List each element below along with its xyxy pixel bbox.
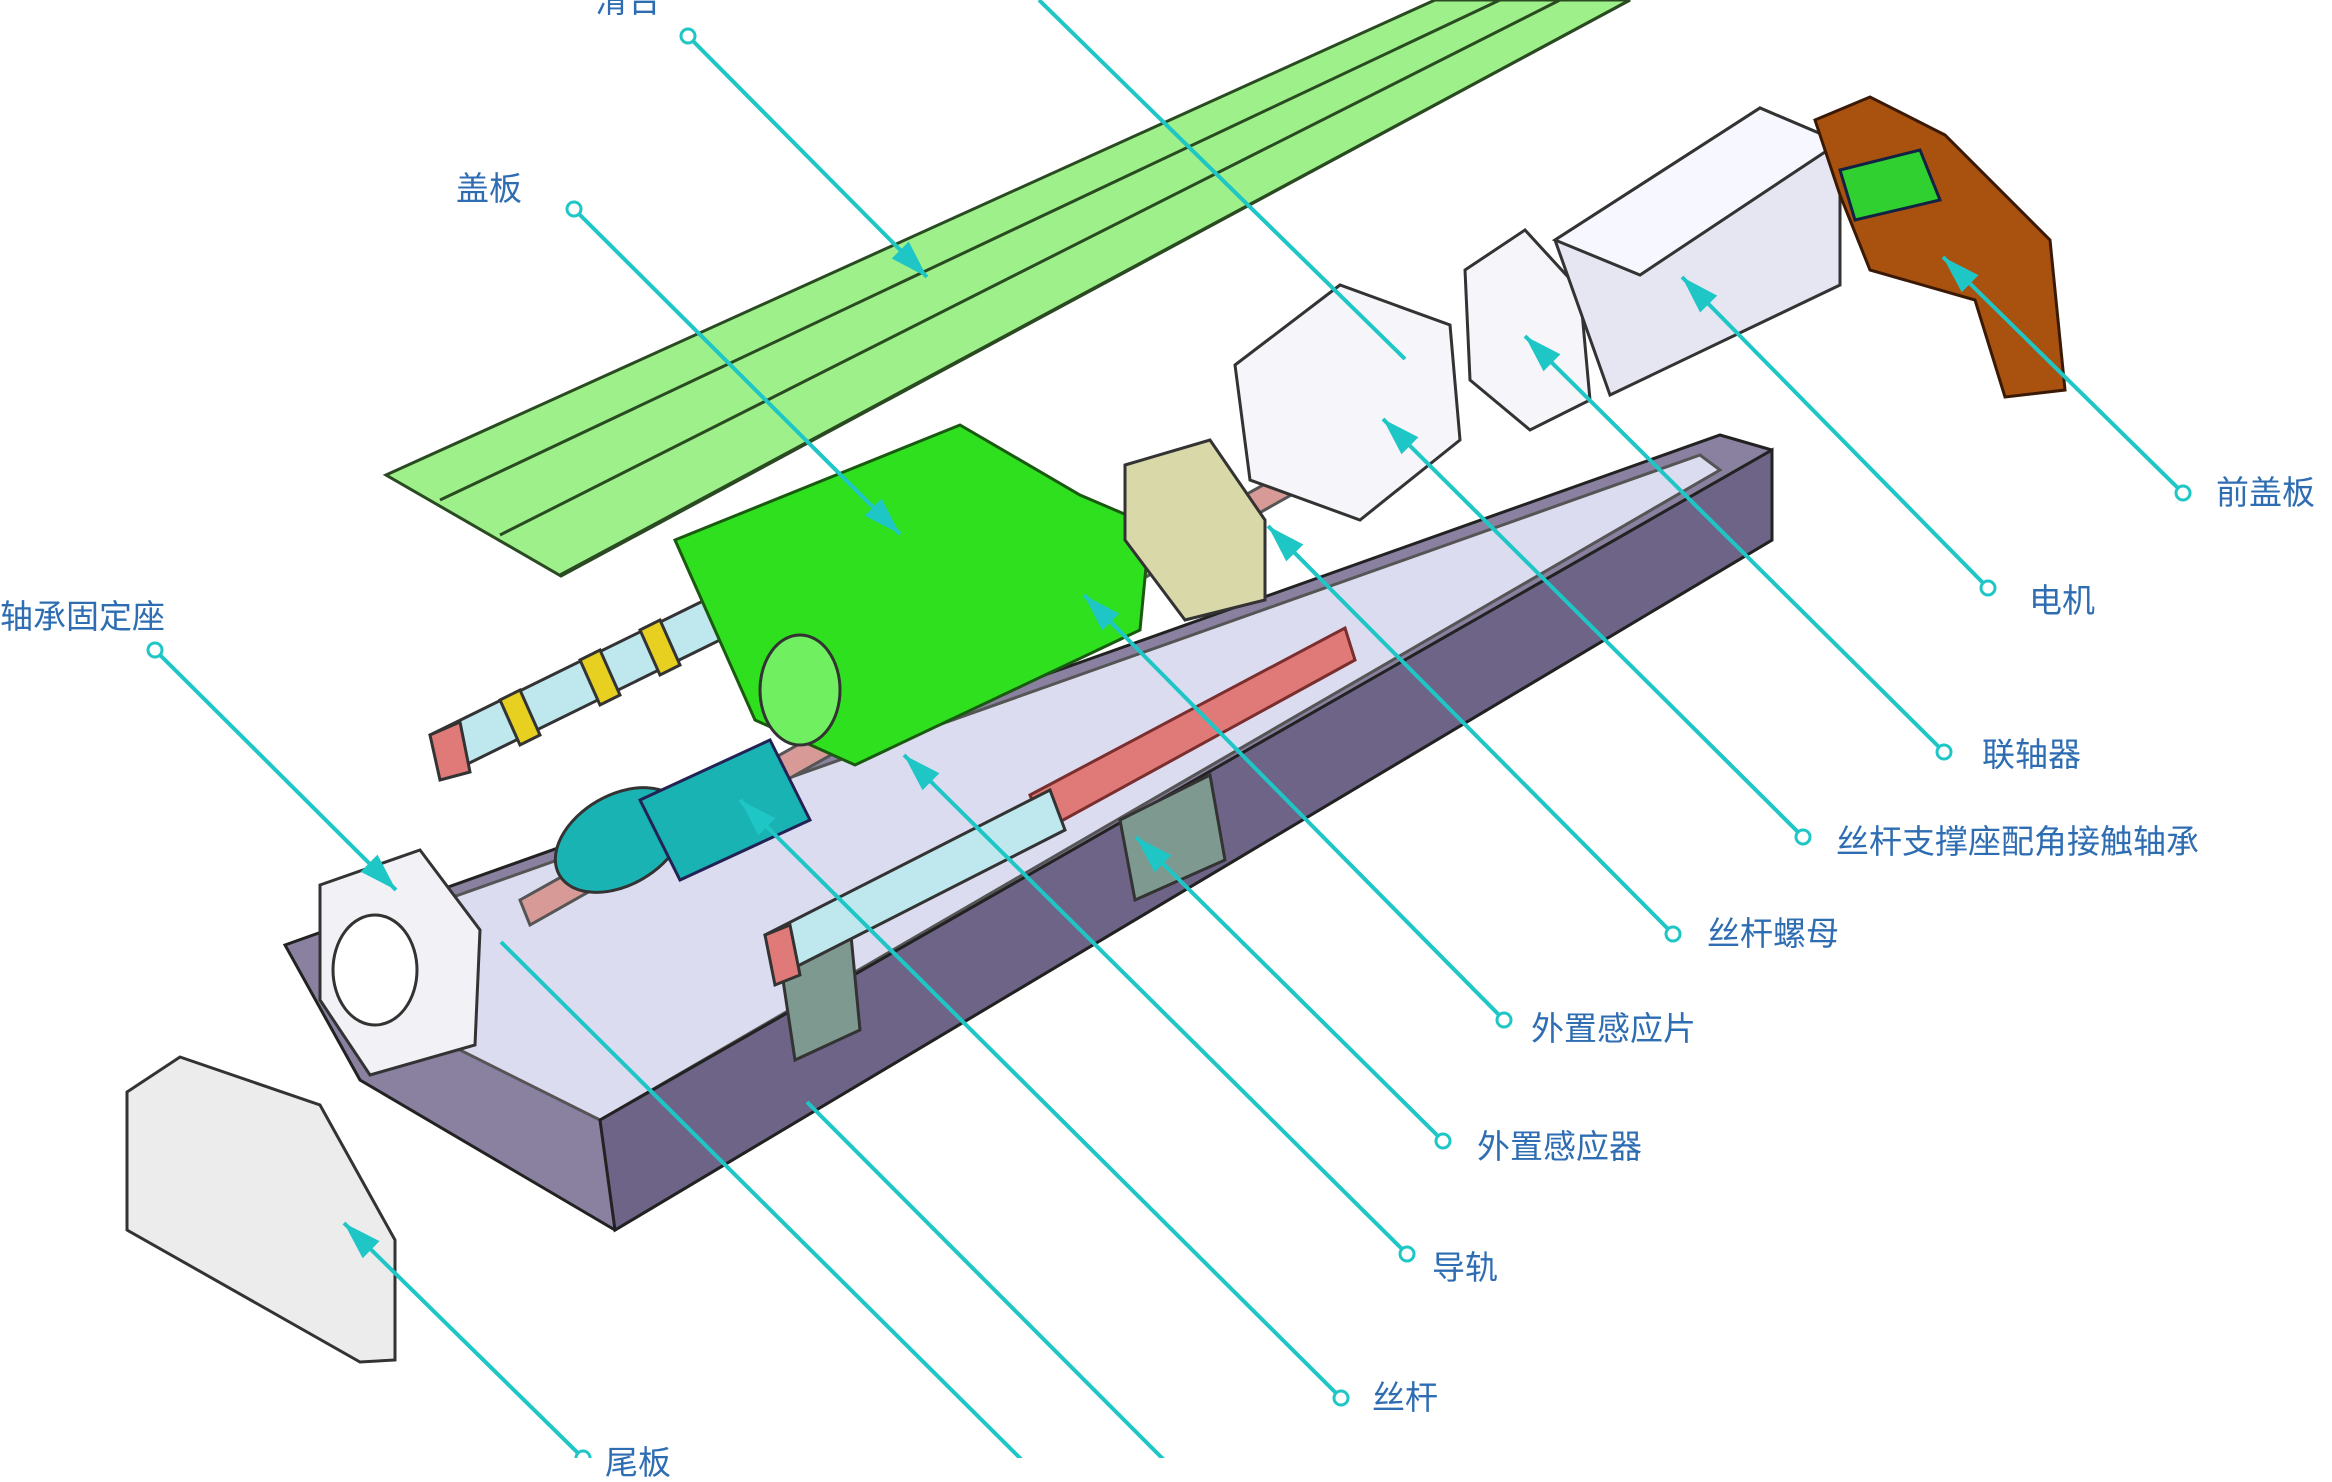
leader-line-sensor [1134, 835, 1445, 1143]
guide-block-lower-end [763, 922, 802, 988]
arrowhead-icon [1383, 419, 1419, 455]
leader-line-screw-nut [1266, 524, 1675, 936]
leader-line [805, 1100, 1165, 1458]
leader-line-slide-table [686, 34, 929, 279]
arrowhead-icon [891, 241, 927, 277]
label-bearing-seat: 轴承固定座 [0, 597, 165, 636]
label-slide-table: 滑台 [595, 0, 661, 20]
guide-block-upper [428, 597, 722, 778]
label-sensor: 外置感应器 [1477, 1127, 1642, 1166]
label-lead-screw: 丝杆 [1372, 1378, 1438, 1417]
cover-rail [382, 0, 1631, 578]
arrowhead-icon [1268, 526, 1304, 562]
arrowhead-icon [344, 1223, 380, 1259]
leader-anchor-circle [1434, 1132, 1452, 1150]
guide-block-upper-end [428, 719, 472, 782]
leader-anchor-circle [1935, 743, 1953, 761]
leader-line-screw-support [1381, 417, 1805, 839]
arrowhead-icon [1943, 257, 1979, 293]
leader-anchor-circle [2174, 484, 2192, 502]
label-front-cover: 前盖板 [2216, 473, 2315, 512]
arrowhead-icon [864, 498, 900, 534]
arrowhead-icon [1136, 837, 1172, 873]
leader-anchor-circle [574, 1449, 592, 1458]
leader-anchor-circle [565, 200, 583, 218]
guide-block-clip [638, 617, 682, 678]
leader-anchor-circle [1398, 1245, 1416, 1263]
leader-line-front-cover [1941, 255, 2185, 495]
cover-rail-edge [439, 0, 1501, 502]
leader-line-bearing-seat [153, 648, 398, 892]
label-coupling: 联轴器 [1982, 735, 2081, 774]
leader-anchor-circle [679, 27, 697, 45]
leader-line-coupling [1523, 334, 1946, 754]
screw-support-plate [1123, 438, 1267, 622]
cover-rail-edge [559, 0, 1631, 577]
leader-line-guide-rail [902, 753, 1409, 1256]
leader-line [499, 940, 1023, 1458]
leader-line-sensor-flag [1082, 593, 1506, 1022]
front-cover [1813, 95, 2067, 399]
arrowhead-icon [1084, 595, 1120, 631]
leader-line-lead-screw [738, 798, 1343, 1400]
front-cover-tab [1838, 148, 1943, 222]
leader-anchor-circle [1664, 925, 1682, 943]
slide-block-bore [758, 633, 842, 747]
arrowhead-icon [1525, 336, 1561, 372]
leader-anchor-circle [1794, 828, 1812, 846]
sensor-body [1118, 772, 1227, 903]
leader-anchor-circle [1332, 1389, 1350, 1407]
leader-anchor-circle [146, 641, 164, 659]
leader-line-motor [1680, 275, 1990, 590]
leader-anchor-circle [1495, 1011, 1513, 1029]
label-tail-plate: 尾板 [605, 1443, 671, 1482]
arrowhead-icon [360, 854, 396, 890]
tail-plate [125, 1055, 397, 1364]
guide-block-clip [498, 687, 542, 748]
arrowhead-icon [740, 800, 776, 836]
guide-block-clip [578, 647, 622, 708]
leader-anchor-circle [1979, 579, 1997, 597]
label-sensor-flag: 外置感应片 [1531, 1009, 1696, 1048]
label-motor: 电机 [2029, 581, 2095, 620]
screw-support-seat [1233, 283, 1462, 522]
bearing-seat-bore [331, 913, 419, 1027]
label-screw-support: 丝杆支撑座配角接触轴承 [1836, 822, 2199, 861]
arrowhead-icon [1682, 277, 1718, 313]
leader-line [1037, 0, 1407, 361]
screw-nut-body [637, 738, 813, 882]
leader-line-tail-plate [342, 1221, 585, 1458]
arrowhead-icon [904, 755, 940, 791]
label-cover-plate: 盖板 [456, 169, 522, 208]
label-guide-rail: 导轨 [1432, 1248, 1498, 1287]
cover-rail-edge [499, 0, 1561, 537]
label-screw-nut: 丝杆螺母 [1707, 914, 1839, 953]
leader-line-cover-plate [572, 207, 902, 536]
